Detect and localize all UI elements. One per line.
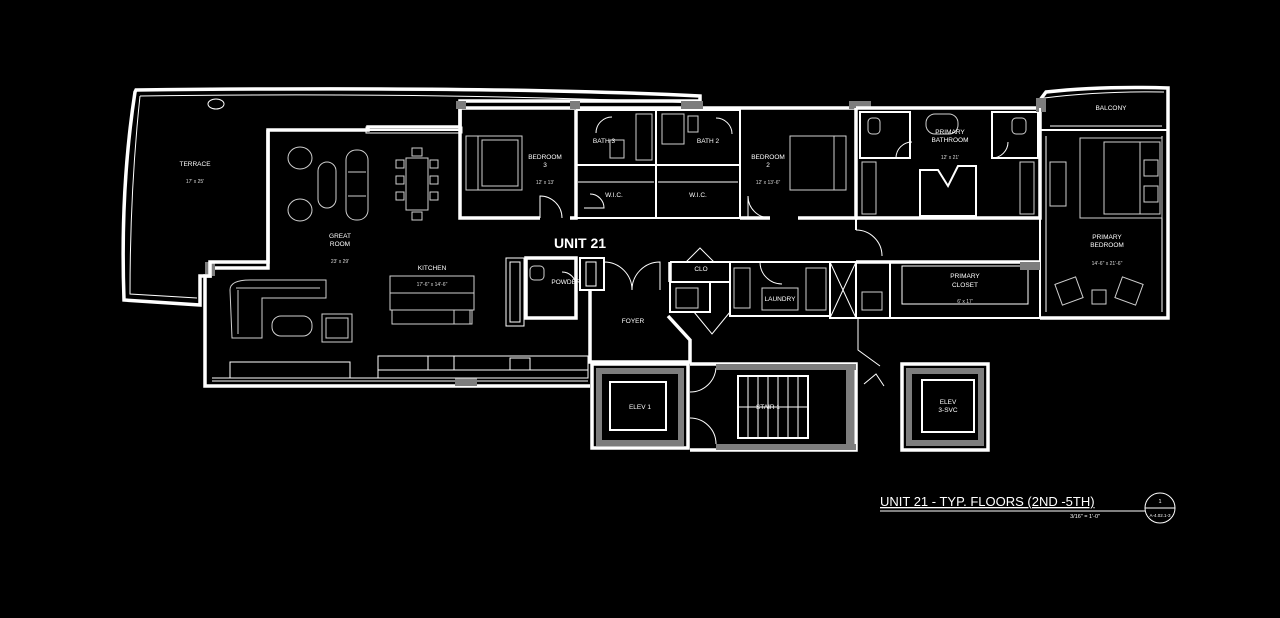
primary-closet-label-line1: PRIMARY <box>950 273 980 280</box>
kitchen-label: KITCHEN <box>418 265 447 272</box>
bedroom-2-label-line2: 2 <box>766 162 770 169</box>
primary-closet-label-line2: CLOSET <box>952 282 978 289</box>
wic-right-label: W.I.C. <box>689 192 707 199</box>
wic-left-label: W.I.C. <box>605 192 623 199</box>
sheet-reference: A-4.02.1-3 <box>1149 513 1171 518</box>
primary-bathroom-area <box>856 106 1042 220</box>
stair-label: STAIR 1 <box>756 404 780 411</box>
foyer-label: FOYER <box>622 318 645 325</box>
terrace-label: TERRACE <box>179 161 211 168</box>
elevator-stair-core <box>590 362 990 452</box>
drawing-scale: 3/16" = 1'-0" <box>1070 514 1100 520</box>
primary-bath-label-line1: PRIMARY <box>935 129 965 136</box>
bath-2-label: BATH 2 <box>697 138 720 145</box>
kitchen-dims: 17'-6" x 14'-6" <box>417 282 448 288</box>
bedroom-3-area <box>456 101 871 220</box>
primary-bedroom-dims: 14'-6" x 21'-6" <box>1092 261 1123 267</box>
bedroom-3-dims: 12' x 13' <box>536 180 554 186</box>
great-room-area <box>203 126 590 388</box>
drawing-title: UNIT 21 - TYP. FLOORS (2ND -5TH) <box>880 494 1095 509</box>
primary-bedroom-label-line2: BEDROOM <box>1090 242 1124 249</box>
primary-bath-dims: 12' x 21' <box>941 155 959 161</box>
bedroom-3-label-line1: BEDROOM <box>528 154 562 161</box>
detail-number: 1 <box>1158 499 1161 505</box>
primary-closet-dims: 6' x 17' <box>957 299 973 305</box>
bedroom-2-area <box>656 108 858 220</box>
elev-svc-label-line1: ELEV <box>940 399 957 406</box>
great-room-label-line2: ROOM <box>330 241 350 248</box>
great-room-label-line1: GREAT <box>329 233 351 240</box>
bedroom-2-label-line1: BEDROOM <box>751 154 785 161</box>
drawing-title-block: UNIT 21 - TYP. FLOORS (2ND -5TH) 3/16" =… <box>880 492 1176 524</box>
elev-svc-label-line2: 3-SVC <box>938 407 957 414</box>
primary-bedroom-label-line1: PRIMARY <box>1092 234 1122 241</box>
elev-1-label: ELEV 1 <box>629 404 651 411</box>
unit-label: UNIT 21 <box>554 235 606 251</box>
primary-closet-area <box>855 218 1041 319</box>
primary-bedroom-area <box>1036 85 1170 320</box>
laundry-label: LAUNDRY <box>765 296 797 303</box>
terrace-dims: 17' x 25' <box>186 179 204 185</box>
clo-label: CLO <box>694 266 707 273</box>
core-area <box>524 247 891 367</box>
great-room-dims: 23' x 29' <box>331 259 349 265</box>
primary-bath-label-line2: BATHROOM <box>931 137 968 144</box>
bedroom-3-label-line2: 3 <box>543 162 547 169</box>
balcony-label: BALCONY <box>1095 105 1127 112</box>
bedroom-2-dims: 12' x 13'-6" <box>756 180 781 186</box>
bath-3-label: BATH 3 <box>593 138 616 145</box>
powder-label: POWDER <box>551 279 581 286</box>
